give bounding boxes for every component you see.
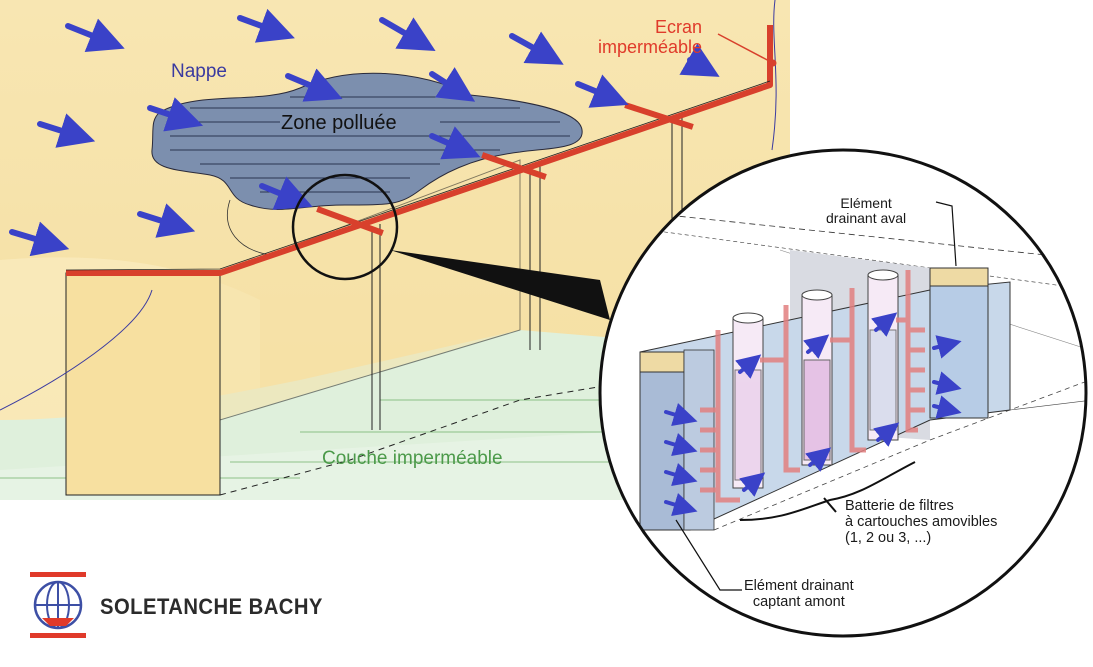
label-nappe: Nappe <box>171 61 227 82</box>
impermeable-screen <box>66 25 773 276</box>
brand-name: SOLETANCHE BACHY <box>100 594 323 619</box>
label-ecran-line1: Ecran <box>655 17 703 37</box>
polluted-zone <box>151 72 583 210</box>
screen-joints <box>316 102 694 236</box>
label-element-drainant-amont: Elément drainant captant amont <box>744 578 854 611</box>
magnifier-source-circle <box>291 173 399 281</box>
label-amont-line1: Elément drainant <box>744 578 854 594</box>
ecran-pointer-line <box>717 33 774 64</box>
label-ecran-impermeable: Ecran imperméable <box>583 17 703 58</box>
batterie-brace <box>739 461 916 521</box>
impermeable-screen-edge <box>65 80 771 271</box>
globe-logo-icon <box>30 572 86 638</box>
label-element-drainant-aval: Elément drainant aval <box>826 195 907 227</box>
label-batterie-filtres: Batterie de filtres à cartouches amovibl… <box>845 498 998 547</box>
detail-leader-lines <box>675 201 957 591</box>
label-couche-impermeable: Couche imperméable <box>322 448 503 469</box>
pollution-plume-outline <box>227 199 271 256</box>
label-zone-polluee: Zone polluée <box>281 112 397 134</box>
label-batterie-line1: Batterie de filtres <box>845 498 954 514</box>
batterie-brace-tick <box>823 497 837 513</box>
label-ecran-line2: imperméable <box>597 36 703 57</box>
label-batterie-line3: (1, 2 ou 3, ...) <box>845 529 932 546</box>
label-amont-line2: captant amont <box>752 593 845 610</box>
flow-arrow-icon <box>9 8 720 257</box>
label-aval-line2: drainant aval <box>826 210 907 227</box>
label-batterie-line2: à cartouches amovibles <box>845 513 998 530</box>
detail-circle-border <box>598 148 1088 638</box>
magnifier-connector <box>390 250 610 320</box>
left-boundary-line <box>0 289 153 411</box>
detail-contents <box>619 209 1086 531</box>
label-aval-line1: Elément <box>840 195 892 211</box>
